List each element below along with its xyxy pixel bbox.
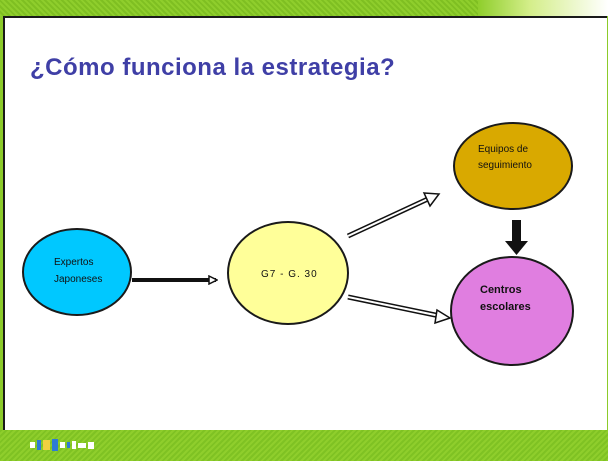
node-equipos-seguimiento: Equipos de seguimiento — [453, 122, 573, 210]
node-g7-label: G7 - G. 30 — [261, 269, 318, 280]
node-expertos-japoneses: Expertos Japoneses — [22, 228, 132, 316]
node-expertos-line1: Expertos — [54, 257, 94, 268]
arrow-g7-to-equipos — [346, 192, 441, 239]
node-centros-line1: Centros — [480, 284, 522, 296]
node-g7-g30: G7 - G. 30 — [227, 221, 349, 325]
footer-logo-icon — [30, 438, 112, 452]
arrow-g7-to-centros — [347, 294, 452, 325]
node-equipos-line1: Equipos de — [478, 144, 529, 155]
slide-title: ¿Cómo funciona la estrategia? — [30, 54, 396, 81]
top-band-highlight — [478, 0, 608, 16]
node-equipos-line2: seguimiento — [478, 160, 532, 171]
arrow-equipos-to-centros — [505, 220, 528, 255]
node-centros-line2: escolares — [480, 301, 531, 313]
top-decorative-band — [0, 0, 608, 16]
node-centros-escolares: Centros escolares — [450, 256, 574, 366]
node-expertos-line2: Japoneses — [54, 274, 103, 285]
bottom-decorative-band — [0, 430, 608, 461]
